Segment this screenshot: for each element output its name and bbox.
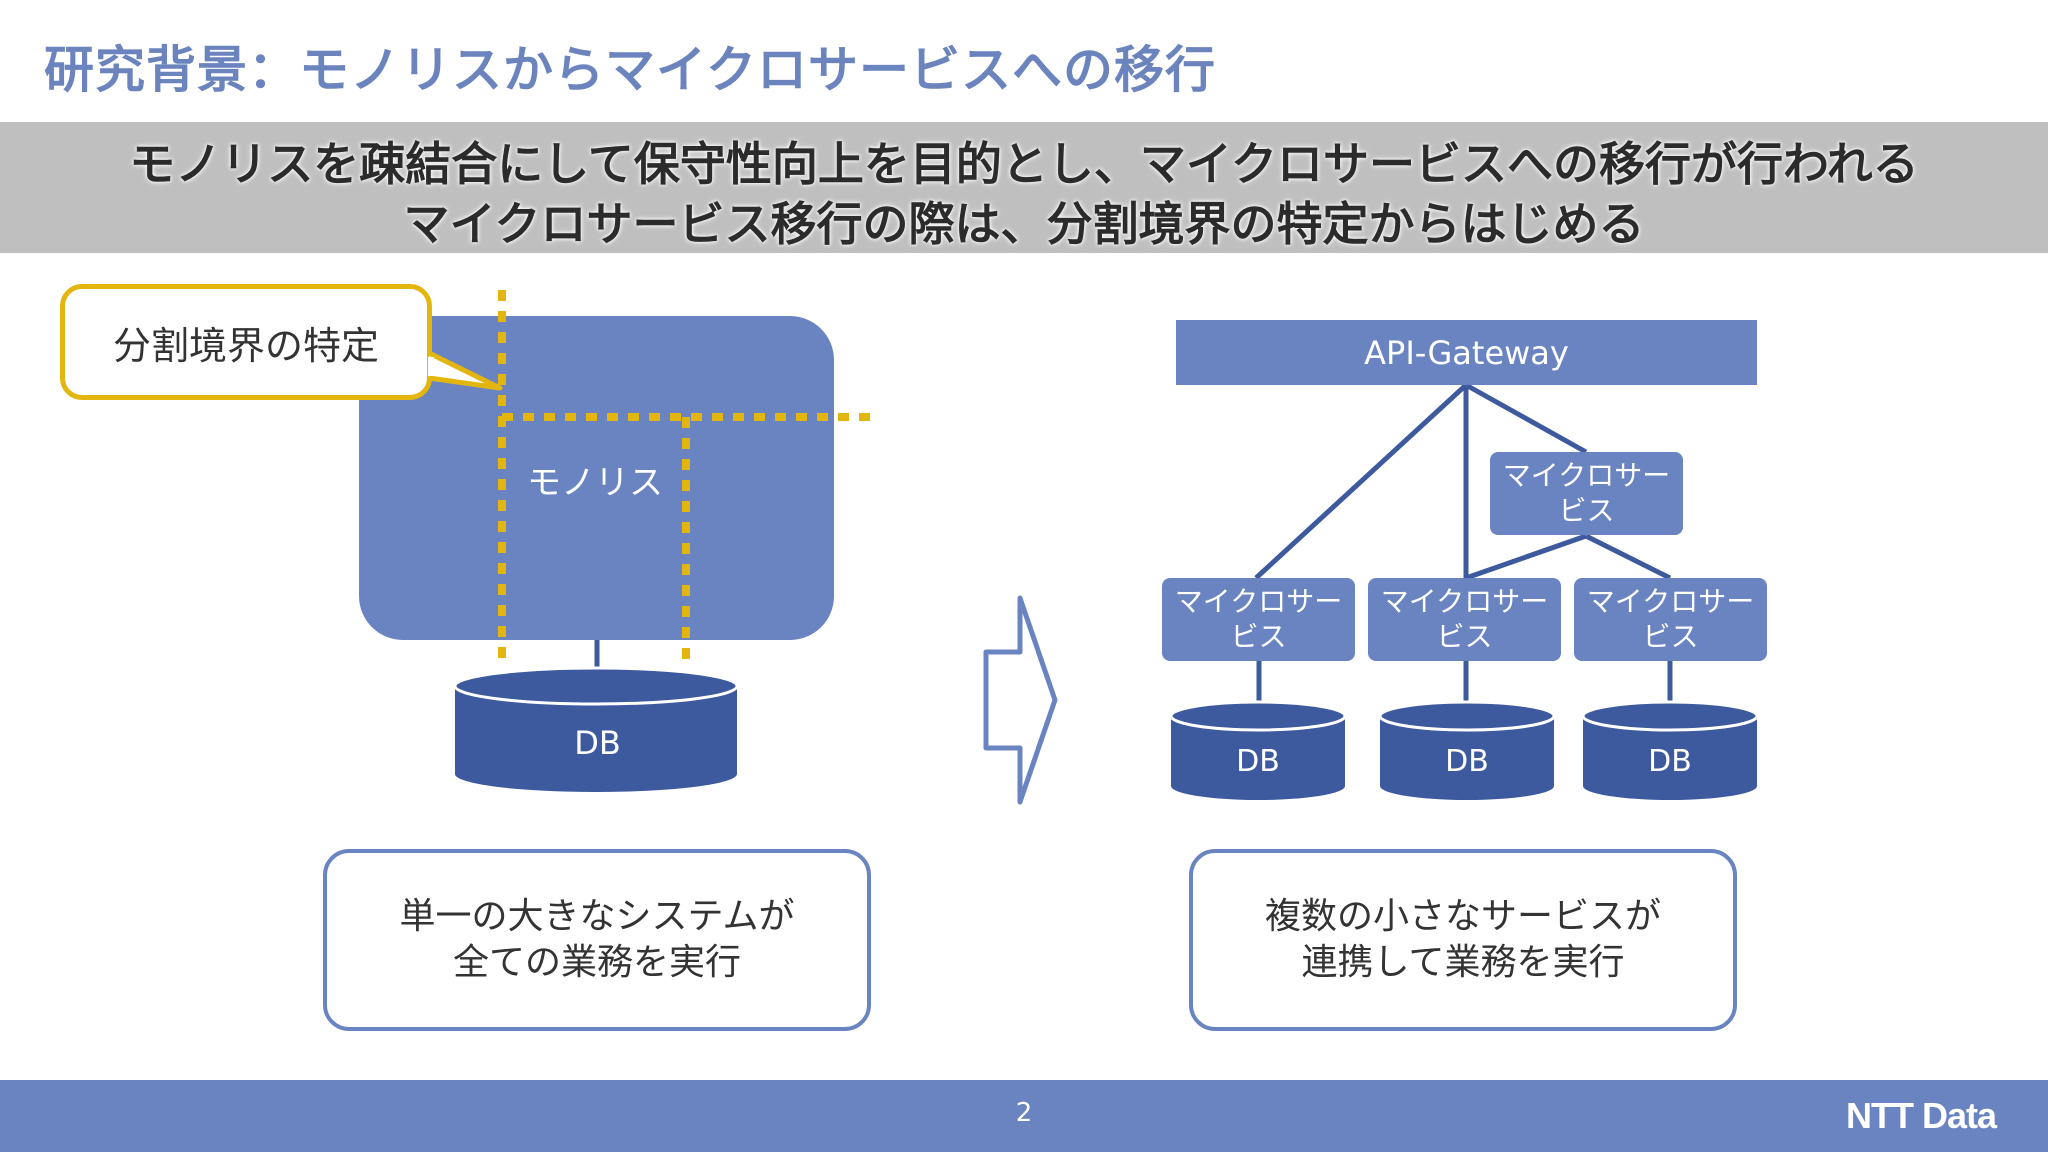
microservice-label-line1: マイクロサー	[1586, 585, 1755, 618]
microservice-label-line1: マイクロサー	[1380, 585, 1549, 618]
microservices-description-line2: 連携して業務を実行	[1301, 942, 1625, 983]
monolith-db-cylinder	[453, 666, 739, 792]
split-boundary-callout: 分割境界の特定	[60, 284, 432, 400]
banner-line-1: モノリスを疎結合にして保守性向上を目的とし、マイクロサービスへの移行が行われる	[129, 137, 1919, 191]
monolith-description-line1: 単一の大きなシステムが	[399, 896, 795, 937]
ms-center-db-label: DB	[1445, 744, 1489, 779]
banner-line-2: マイクロサービス移行の際は、分割境界の特定からはじめる	[403, 197, 1645, 251]
summary-banner: モノリスを疎結合にして保守性向上を目的とし、マイクロサービスへの移行が行われる …	[0, 122, 2048, 253]
microservice-left: マイクロサー ビス	[1162, 578, 1355, 661]
ms-right-db-label: DB	[1648, 744, 1692, 779]
ms-center-db-cylinder	[1378, 700, 1556, 800]
gateway-to-ms-left	[1254, 383, 1468, 580]
slide-title: 研究背景：モノリスからマイクロサービスへの移行	[44, 41, 1216, 99]
microservice-label-line2: ビス	[1558, 494, 1615, 527]
microservice-label-line2: ビス	[1642, 620, 1699, 653]
microservices-description-box: 複数の小さなサービスが 連携して業務を実行	[1189, 849, 1737, 1031]
monolith-description-line2: 全ての業務を実行	[452, 942, 741, 983]
ntt-data-logo: NTT Data	[1845, 1095, 1997, 1136]
gateway-to-ms-upper	[1464, 382, 1588, 455]
api-gateway-block: API-Gateway	[1176, 320, 1757, 385]
microservice-label-line2: ビス	[1436, 620, 1493, 653]
microservice-label-line1: マイクロサー	[1174, 585, 1343, 618]
microservice-center: マイクロサー ビス	[1368, 578, 1561, 661]
microservice-label-line2: ビス	[1230, 620, 1287, 653]
monolith-label: モノリス	[527, 463, 663, 503]
footer-bar: 2 NTT Data	[0, 1080, 2048, 1152]
microservice-label-line1: マイクロサー	[1502, 459, 1671, 492]
ms-upper-to-right	[1584, 533, 1672, 581]
ms-left-db-label: DB	[1236, 744, 1280, 779]
ms-upper-to-center	[1465, 533, 1587, 581]
microservice-right: マイクロサー ビス	[1574, 578, 1767, 661]
transition-arrow-icon	[983, 595, 1058, 805]
monolith-description-box: 単一の大きなシステムが 全ての業務を実行	[323, 849, 871, 1031]
microservice-upper: マイクロサー ビス	[1490, 452, 1683, 535]
page-number: 2	[1015, 1098, 1033, 1128]
ms-left-db-cylinder	[1169, 700, 1347, 800]
microservices-description-line1: 複数の小さなサービスが	[1264, 896, 1661, 937]
monolith-db-label: DB	[574, 724, 621, 762]
ms-right-db-cylinder	[1581, 700, 1759, 800]
